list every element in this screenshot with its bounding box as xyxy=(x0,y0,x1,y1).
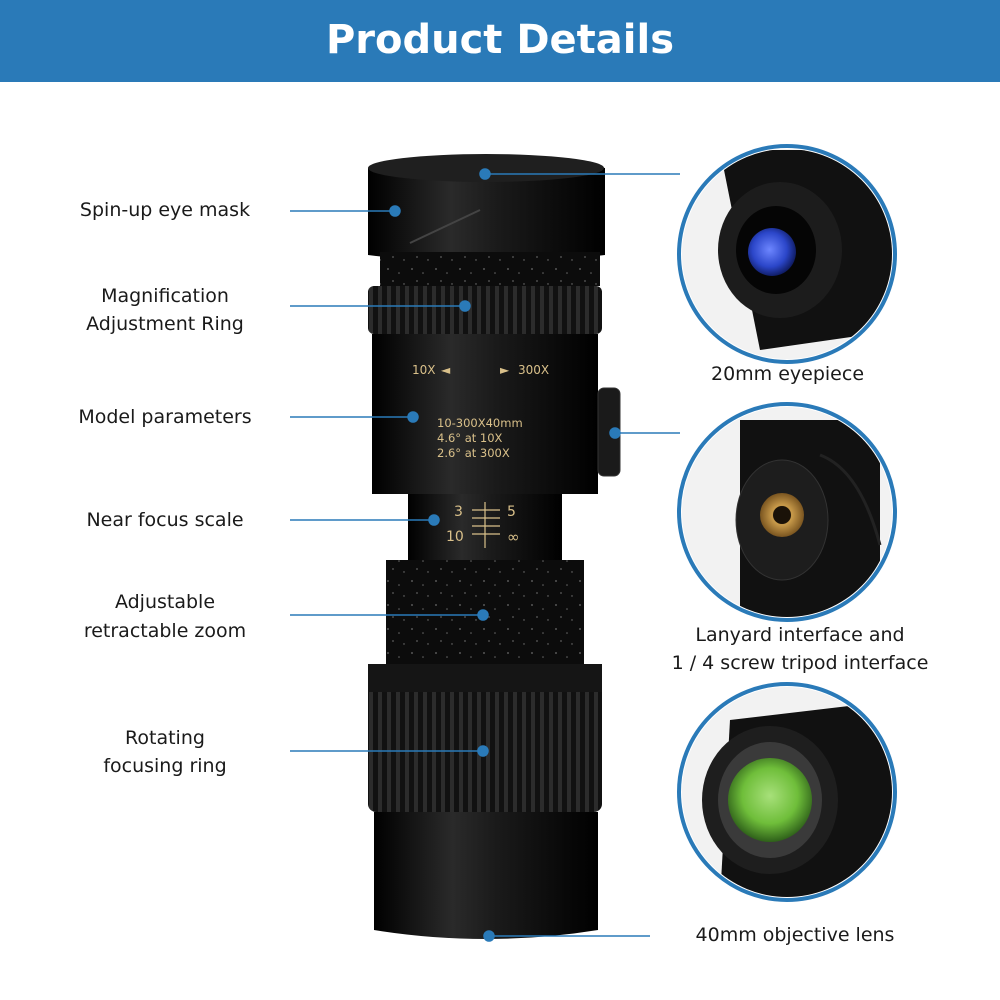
focusing-label-line2: focusing ring xyxy=(103,755,227,777)
spec-marking-3: 2.6° at 300X xyxy=(437,446,510,460)
zoom-label-line1: Adjustable xyxy=(114,591,216,613)
objective-detail xyxy=(677,682,897,902)
eye-mask-label: Spin-up eye mask xyxy=(79,199,251,221)
svg-text:►: ► xyxy=(500,363,510,377)
left-callout-lines xyxy=(290,205,489,757)
focusing-label-line1: Rotating xyxy=(125,727,205,749)
zoom-min-marking: 10X xyxy=(412,363,436,377)
model-parameters-label: Model parameters xyxy=(78,406,252,428)
header-banner: Product Details xyxy=(0,0,1000,82)
right-callout-lines xyxy=(479,168,680,942)
page-title: Product Details xyxy=(325,17,675,63)
focus-mark-3: 3 xyxy=(454,504,463,520)
tripod-label-line2: 1 / 4 screw tripod interface xyxy=(671,652,929,674)
objective-label: 40mm objective lens xyxy=(695,924,895,946)
zoom-max-marking: 300X xyxy=(518,363,549,377)
svg-text:◄: ◄ xyxy=(441,363,451,377)
zoom-label-line2: retractable zoom xyxy=(83,620,247,642)
eyepiece-label: 20mm eyepiece xyxy=(710,363,865,385)
spec-marking-1: 10-300X40mm xyxy=(437,416,523,430)
magnification-label-line1: Magnification xyxy=(101,285,229,307)
focus-mark-infinity: ∞ xyxy=(507,528,520,546)
magnification-label-line2: Adjustment Ring xyxy=(86,313,244,335)
eyepiece-detail xyxy=(677,144,897,364)
tripod-label-line1: Lanyard interface and xyxy=(695,624,905,646)
focus-mark-5: 5 xyxy=(507,504,516,520)
monocular-body: 10X ◄ ► 300X 10-300X40mm 4.6° at 10X 2.6… xyxy=(368,154,621,939)
focus-mark-10: 10 xyxy=(446,529,464,545)
tripod-detail xyxy=(677,402,897,622)
near-focus-label: Near focus scale xyxy=(86,509,244,531)
spec-marking-2: 4.6° at 10X xyxy=(437,431,503,445)
